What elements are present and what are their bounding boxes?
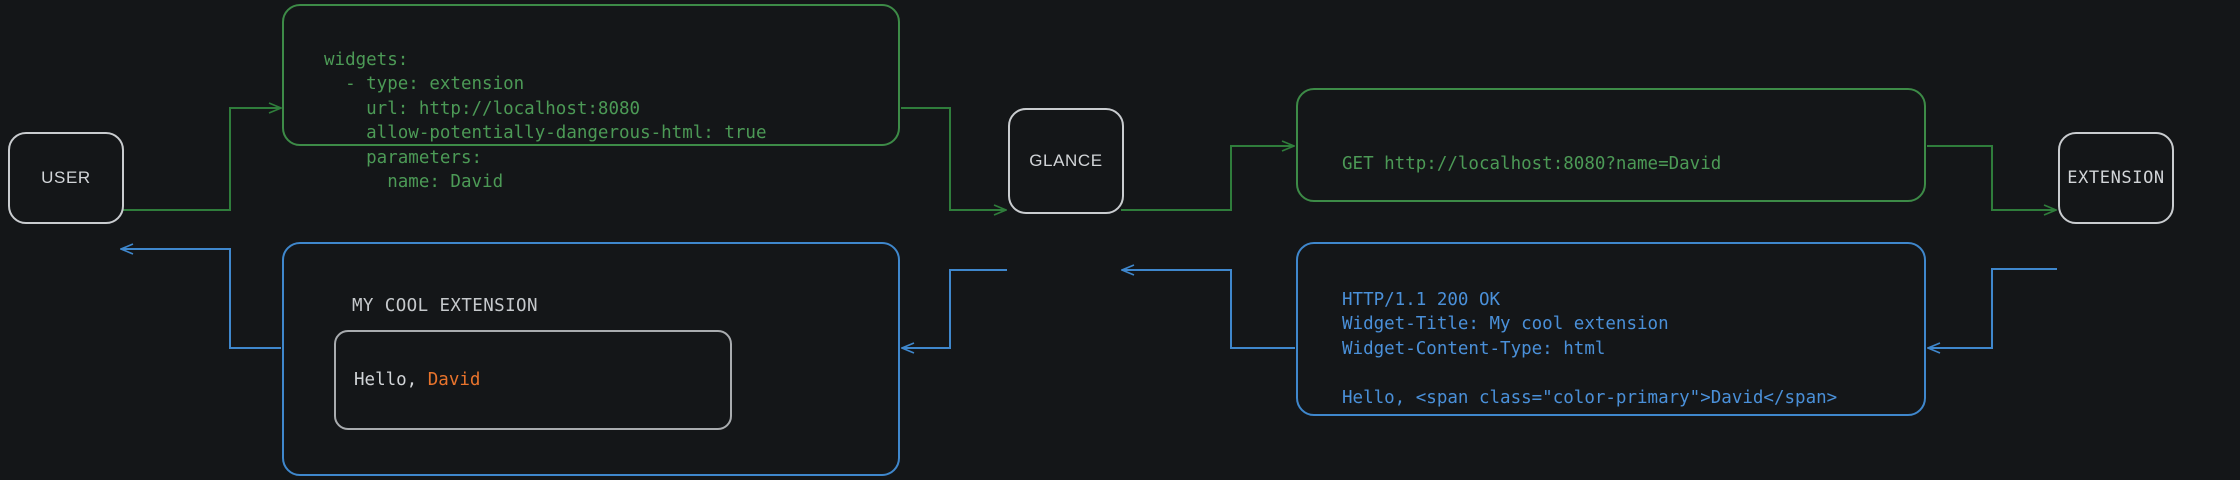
rendered-widget-title: MY COOL EXTENSION [352,296,538,316]
http-response-code: HTTP/1.1 200 OK Widget-Title: My cool ex… [1342,289,1838,408]
edge-extension-to-response [1928,268,2057,348]
edge-yaml-to-glance [901,107,1006,210]
edge-widget-to-user [121,249,281,349]
rendered-widget-card: Hello, David [334,330,732,430]
node-extension[interactable]: EXTENSION [2058,132,2174,224]
node-extension-label: EXTENSION [2067,168,2165,188]
http-request-code: GET http://localhost:8080?name=David [1342,153,1722,174]
yaml-config-box: widgets: - type: extension url: http://l… [282,4,900,192]
http-request-box: GET http://localhost:8080?name=David [1296,88,1926,202]
edge-glance-to-request [1121,146,1294,211]
greeting-prefix: Hello, [354,370,428,390]
node-user-label: USER [41,168,91,187]
edge-user-to-yaml [120,108,281,211]
yaml-config-code: widgets: - type: extension url: http://l… [324,49,767,193]
rendered-widget-box: MY COOL EXTENSION Hello, David [282,242,900,476]
node-glance[interactable]: GLANCE [1008,108,1124,214]
edge-request-to-extension [1927,145,2056,210]
greeting-name: David [427,370,481,390]
rendered-widget-greeting: Hello, David [354,370,480,390]
node-glance-label: GLANCE [1029,151,1103,170]
edge-glance-to-widget [902,269,1007,348]
edge-response-to-glance [1122,270,1295,349]
http-response-box: HTTP/1.1 200 OK Widget-Title: My cool ex… [1296,242,1926,416]
node-user[interactable]: USER [8,132,124,224]
